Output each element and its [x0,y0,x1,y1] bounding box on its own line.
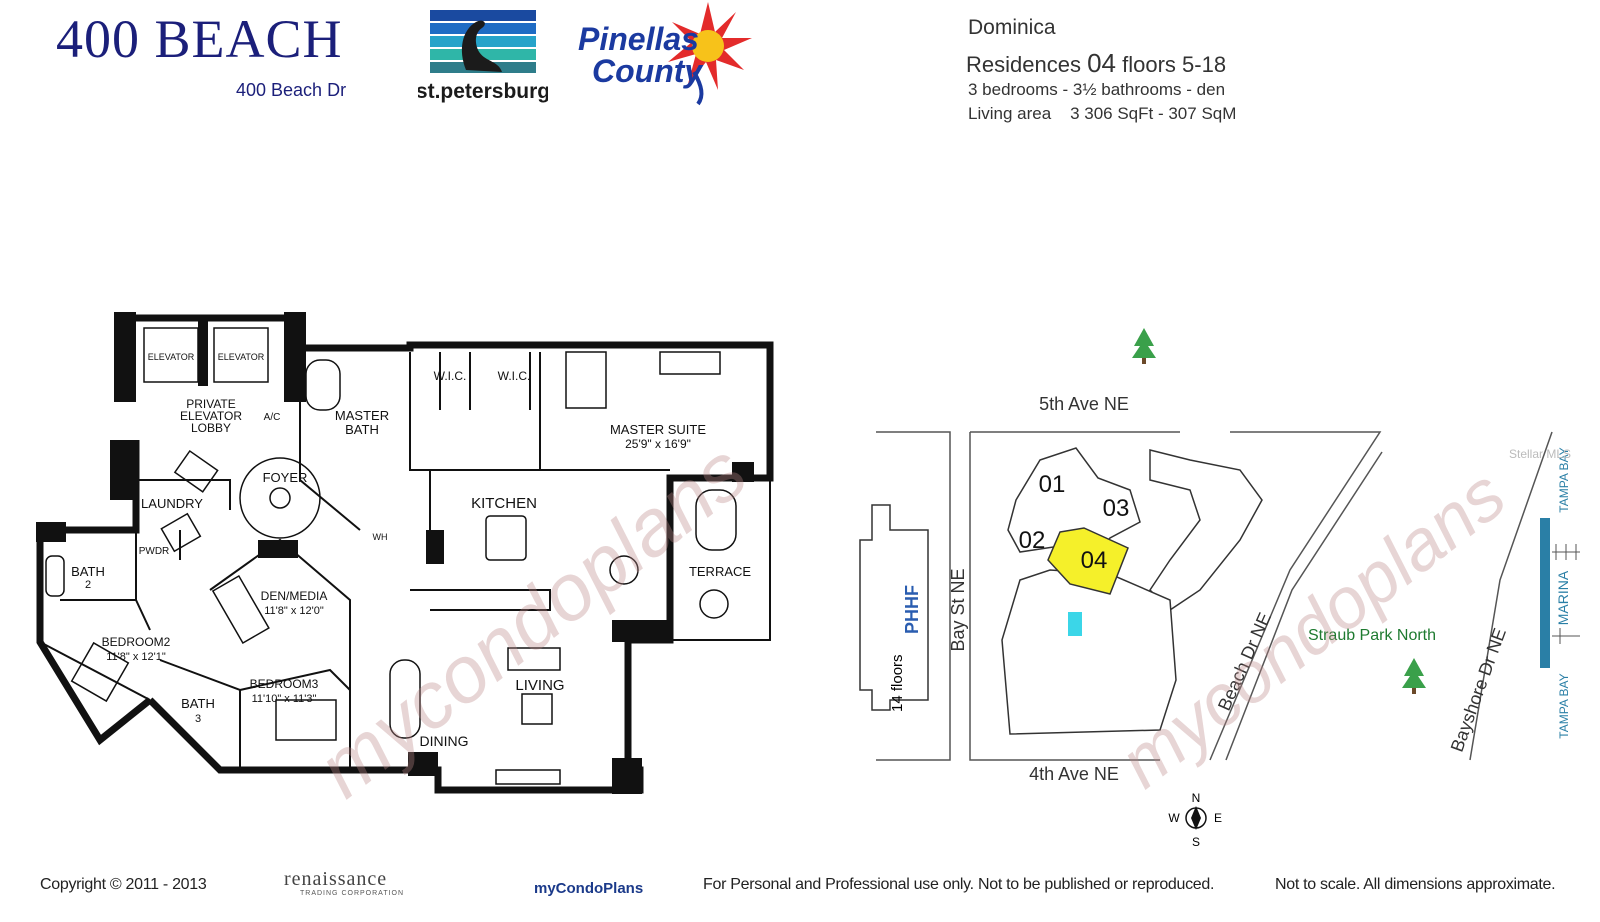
label-terrace: TERRACE [689,564,751,579]
watermark-floorplan: mycondoplans [301,426,762,810]
building-name: Dominica [968,16,1056,39]
residences-label: Residences [966,52,1081,77]
street-bayshore-dr: Bayshore Dr NE [1447,625,1510,754]
site-plan: 14 floors PHHF 01 02 03 04 5th Ave NE 4t… [859,328,1580,849]
unit-label-03: 03 [1103,495,1130,522]
label-bedroom2-dim: 11'8" x 12'1" [106,651,166,663]
unit-label-02: 02 [1019,527,1046,554]
credit-watermark: Stellar MLS [1509,447,1571,461]
compass-w: W [1168,811,1180,825]
label-elevator-1: ELEVATOR [148,352,195,362]
st-petersburg-logo: st.petersburg [418,10,548,103]
residence-number: 04 [1087,48,1116,78]
unit-label-04: 04 [1081,547,1108,574]
living-area-value: 3 306 SqFt - 307 SqM [1070,104,1237,123]
unit-label-01: 01 [1039,471,1066,498]
floors-range: floors 5-18 [1122,52,1227,77]
label-ac: A/C [264,412,281,423]
pool [1068,612,1082,636]
unit-04-highlight [1047,527,1129,595]
label-master-suite-dim: 25'9" x 16'9" [625,437,691,451]
living-area-label: Living area [968,104,1052,123]
room-summary: 3 bedrooms - 3½ bathrooms - den [968,80,1226,99]
label-foyer: FOYER [263,470,308,485]
label-den-dim: 11'8" x 12'0" [264,605,324,617]
label-laundry: LAUNDRY [141,496,203,511]
label-bath3-a: BATH [181,696,215,711]
renaissance-logo: renaissance [284,868,388,890]
compass-n: N [1192,791,1201,805]
usage-note: For Personal and Professional use only. … [703,876,1215,893]
compass-icon: N S E W [1168,791,1222,849]
label-lobby-2: ELEVATOR [180,409,242,423]
label-bedroom3: BEDROOM3 [250,677,319,691]
marina-label: MARINA [1555,570,1571,625]
pinellas-county-logo: Pinellas County [578,2,752,106]
label-bath2-b: 2 [85,579,91,591]
pinellas-logo-line1: Pinellas [578,21,699,57]
label-wh: WH [373,532,388,542]
copyright: Copyright © 2011 - 2013 [40,876,207,893]
living-area: Living area 3 306 SqFt - 307 SqM [968,104,1236,124]
label-wic-2: W.I.C. [498,369,531,383]
label-wic-1: W.I.C. [434,369,467,383]
pinellas-logo-line2: County [592,53,704,89]
street-5th-ave: 5th Ave NE [1039,394,1129,414]
street-4th-ave: 4th Ave NE [1029,764,1119,784]
compass-s: S [1192,835,1200,849]
neighbor-name: PHHF [902,585,922,634]
scale-note: Not to scale. All dimensions approximate… [1275,876,1556,893]
label-bedroom3-dim: 11'10" x 11'3" [252,693,317,705]
property-title: 400 BEACH [56,9,343,69]
label-elevator-2: ELEVATOR [218,352,265,362]
label-living: LIVING [515,677,564,694]
label-bedroom2: BEDROOM2 [102,635,171,649]
label-den: DEN/MEDIA [261,589,328,603]
residence-line: Residences 04 floors 5-18 [966,48,1226,79]
marina-strip [1540,518,1550,668]
floor-plan: ELEVATOR ELEVATOR PRIVATE ELEVATOR LOBBY… [36,312,774,810]
tampa-bay-top: TAMPA BAY [1557,447,1571,512]
label-lobby-1: PRIVATE [186,397,236,411]
st-petersburg-logo-text: st.petersburg [418,80,548,103]
park-label: Straub Park North [1308,627,1436,644]
label-bath3-b: 3 [195,713,201,725]
label-kitchen: KITCHEN [471,495,537,512]
label-bath2-a: BATH [71,564,105,579]
mycondoplans-logo: myCondoPlans [534,880,644,897]
renaissance-logo-sub: TRADING CORPORATION [300,890,405,897]
label-master-suite: MASTER SUITE [610,422,706,437]
tampa-bay-bottom: TAMPA BAY [1557,673,1571,738]
label-dining: DINING [420,733,469,749]
tree-icon [1132,328,1426,694]
label-master-bath-2: BATH [345,422,379,437]
property-address: 400 Beach Dr [236,80,347,100]
label-master-bath-1: MASTER [335,408,389,423]
street-bay-st: Bay St NE [948,568,968,651]
compass-e: E [1214,811,1222,825]
label-pwdr: PWDR [139,546,170,557]
label-lobby-3: LOBBY [191,421,231,435]
neighbor-floors: 14 floors [889,654,906,712]
